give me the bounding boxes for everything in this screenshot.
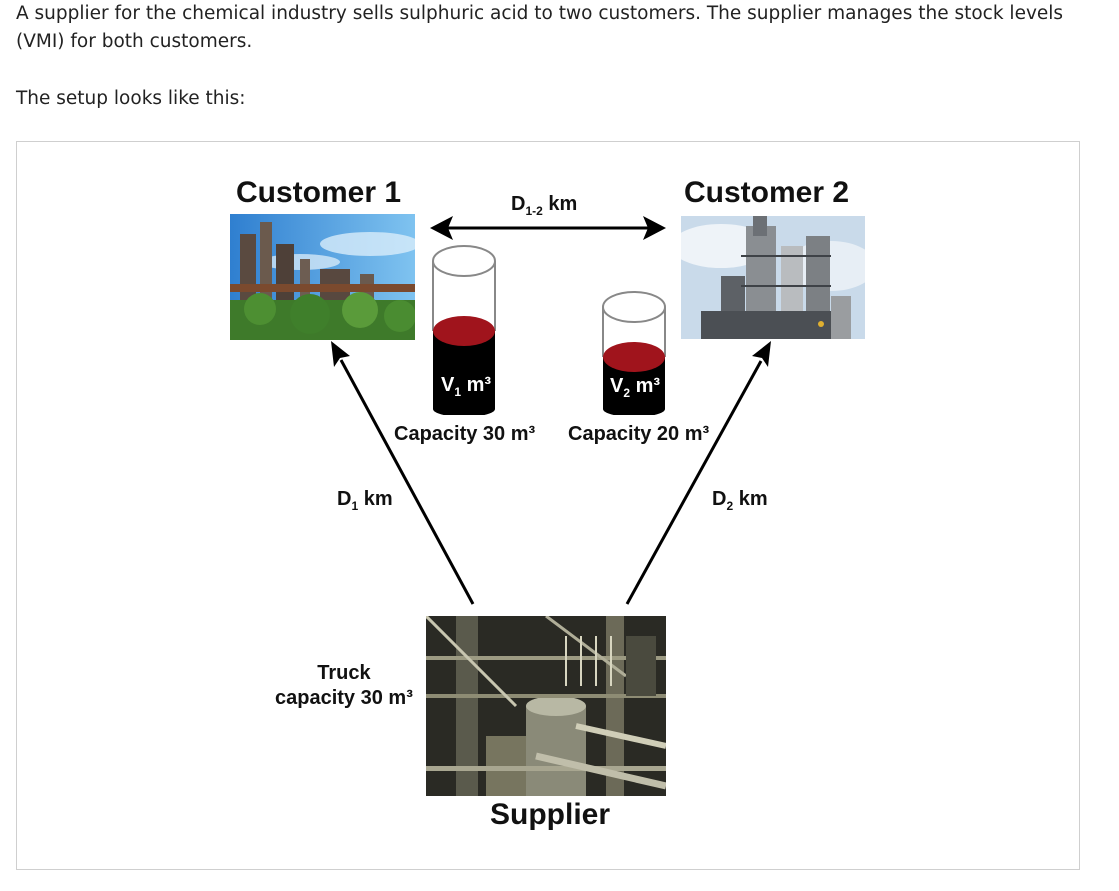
intro-paragraph: A supplier for the chemical industry sel… — [16, 3, 1064, 52]
customer-1-tank-label: V1 m³ — [441, 374, 492, 399]
distance-1-label: D1 km — [337, 488, 393, 513]
customer-1-tank — [432, 245, 496, 415]
setup-diagram: Customer 1 Customer 2 — [16, 141, 1080, 870]
truck-capacity-label: Truck capacity 30 m³ — [275, 661, 413, 711]
customer-1-capacity: Capacity 30 m³ — [394, 423, 536, 445]
customer-2-title: Customer 2 — [684, 176, 850, 209]
customer-2-capacity: Capacity 20 m³ — [568, 423, 710, 445]
distance-2-label: D2 km — [712, 488, 768, 513]
customer-1-title: Customer 1 — [236, 176, 402, 209]
customer-2-tank — [602, 291, 666, 415]
distance-1-2-label: D1-2 km — [511, 193, 578, 218]
customer-2-tank-label: V2 m³ — [610, 375, 661, 400]
route-arrows — [331, 216, 771, 605]
distance-1-2-arrow — [430, 216, 666, 240]
supplier-to-customer-1-arrow — [331, 341, 475, 605]
truck-label-line-2: capacity 30 m³ — [275, 687, 413, 709]
customer-2-plant-photo — [681, 216, 865, 339]
intro-lead-in: The setup looks like this: — [16, 88, 246, 109]
customer-1-plant-photo — [230, 214, 415, 340]
truck-label-line-1: Truck — [317, 662, 371, 684]
supplier-title: Supplier — [490, 798, 611, 831]
supplier-to-customer-2-arrow — [625, 341, 771, 605]
supplier-plant-photo — [426, 616, 666, 796]
